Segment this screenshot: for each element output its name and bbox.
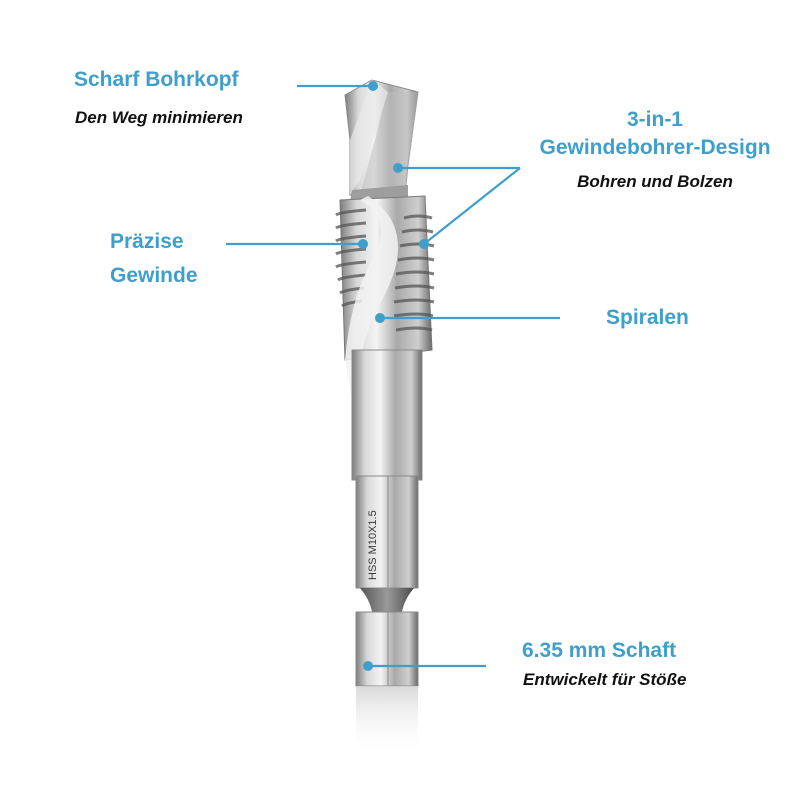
callout-thread-title-line2: Gewinde <box>110 264 198 287</box>
dot-tip-icon <box>368 81 378 91</box>
shank: HSS M10X1.5 <box>351 349 423 756</box>
callout-shank-subtitle: Entwickelt für Stöße <box>523 670 687 689</box>
callout-spiral-title: Spiralen <box>606 306 689 329</box>
dot-design-icon-2 <box>419 239 429 249</box>
callout-shank-title: 6.35 mm Schaft <box>522 639 677 662</box>
callout-3in1-subtitle: Bohren und Bolzen <box>577 172 733 191</box>
dot-shank-icon <box>363 661 373 671</box>
dot-spiral-icon <box>375 313 385 323</box>
engraving-text: HSS M10X1.5 <box>367 510 379 580</box>
callout-3in1-title-line2: Gewindebohrer-Design <box>539 136 771 159</box>
callout-3in1-title-line1: 3-in-1 <box>626 108 683 131</box>
dot-thread-icon <box>358 239 368 249</box>
dot-design-icon <box>393 163 403 173</box>
callout-sharp-tip-title: Scharf Bohrkopf <box>74 68 239 91</box>
callout-sharp-tip-subtitle: Den Weg minimieren <box>75 108 243 127</box>
drill-tip <box>344 79 419 202</box>
threaded-body <box>335 195 435 400</box>
callout-dots <box>358 81 429 671</box>
callout-thread-title-line1: Präzise <box>110 230 184 253</box>
callout-lines <box>226 84 560 668</box>
